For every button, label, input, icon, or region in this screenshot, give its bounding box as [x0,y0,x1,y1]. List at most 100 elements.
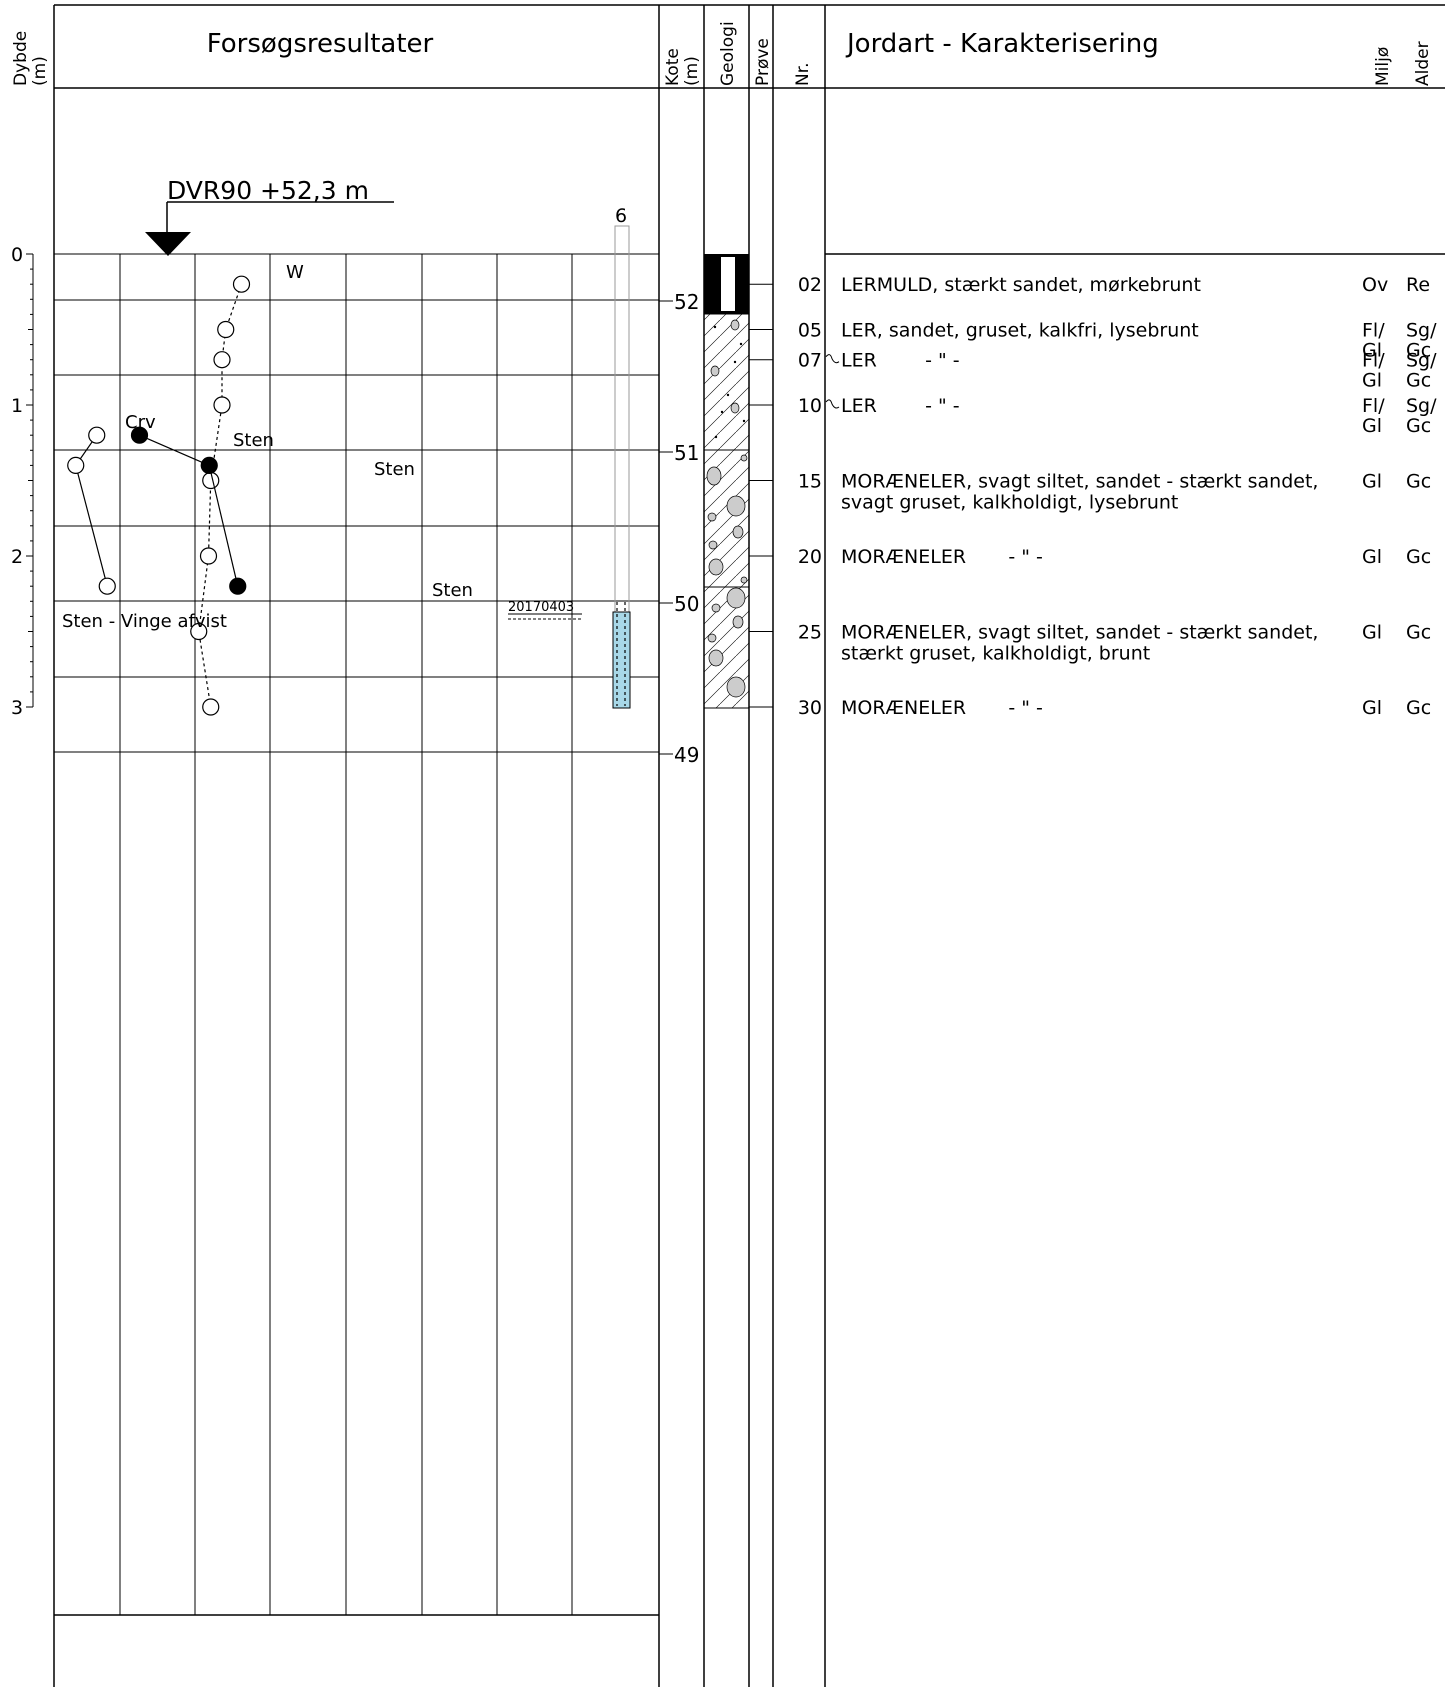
water-date: 20170403 [508,600,574,615]
layer-env: Gl [1362,340,1382,362]
crv-label: Crv [125,412,156,433]
sample-connector-icon [825,399,840,409]
sample-ticks [749,283,773,708]
stone [708,558,724,576]
layer-env: Gl [1362,546,1382,568]
data-point-crv [67,456,85,474]
layer-env: Gl [1362,697,1382,719]
column-frame [53,4,1445,1687]
depth-tick-label: 3 [11,697,23,719]
data-point-w [199,547,218,565]
datum-triangle-icon [145,232,191,256]
layer-env: Gl [1362,415,1382,437]
layer-description: MORÆNELER, svagt siltet, sandet - stærkt… [841,622,1318,644]
layer-age: Gc [1406,340,1431,362]
results-grid [54,253,659,1616]
w-label: W [286,262,304,283]
kote-label: Kote [663,48,683,86]
layer-number: 25 [798,622,822,644]
layer-age: Gc [1406,697,1431,719]
layer-description: MORÆNELER, svagt siltet, sandet - stærkt… [841,471,1318,493]
layer-number: 30 [798,697,822,719]
test-results-plot [67,275,251,716]
layer-description: LER - " - [841,350,960,372]
data-point-sten [229,577,247,595]
data-point-w [213,351,231,369]
layer-number: 10 [798,395,822,417]
sand-dot [720,410,724,414]
layer-description: stærkt gruset, kalkholdigt, brunt [841,643,1150,665]
results-title: Forsøgsresultater [207,29,434,59]
depth-tick-label: 1 [11,395,23,417]
data-point-w [202,471,220,490]
layer-number: 05 [798,320,822,342]
stone [726,676,746,698]
layer-description: LER, sandet, gruset, kalkfri, lysebrunt [841,320,1199,342]
data-point-w [217,320,235,339]
number-label: Nr. [793,62,813,86]
stone [732,525,744,539]
layer-env: Gl [1362,471,1382,493]
layer-age: Sg/ [1406,395,1437,417]
depth-label: Dybde [11,31,31,86]
depth-scale: 0 1 2 3 [11,244,34,719]
sand-dot [733,360,737,364]
layer-age: Gc [1406,471,1431,493]
kote-tick-label: 51 [674,441,699,465]
stone [740,576,748,584]
depth-unit: (m) [30,56,50,86]
datum-text: DVR90 +52,3 m [167,176,369,205]
stone [726,495,746,517]
layer-age: Sg/ [1406,320,1437,342]
stone-symbols [706,454,748,698]
geology-label: Geologi [718,21,738,86]
sand-dots [710,319,746,439]
stone [708,649,724,667]
stone [740,454,748,462]
scale-top-label: 6 [615,205,627,227]
layer-env: Fl/ [1362,320,1385,342]
kote-unit: (m) [682,56,702,86]
layer-age: Gc [1406,546,1431,568]
sample-connector-icon [825,354,840,364]
data-point-w [202,698,220,716]
series-line-sten [139,434,239,587]
layer-number: 20 [798,546,822,568]
sand-dot [713,325,717,329]
soil-title: Jordart - Karakterisering [845,29,1159,59]
sten-label: Sten [432,580,473,601]
layer-env: Gl [1362,370,1382,392]
depth-tick-label: 0 [11,244,23,266]
data-point-crv [88,426,106,444]
stone [706,466,722,486]
topsoil-gap [721,257,735,311]
refusal-note: Sten - Vinge afvist [62,611,227,632]
stone [711,603,721,613]
kote-tick-label: 49 [674,743,699,767]
data-point-w [213,396,231,414]
age-label: Alder [1413,41,1433,86]
sample-label: Prøve [753,38,773,86]
sten-label: Sten [233,430,274,451]
kote-tick-label: 50 [674,592,699,616]
layer-number: 15 [798,471,822,493]
data-point-sten [130,426,149,444]
sten-label: Sten [374,459,415,480]
layer-description: LERMULD, stærkt sandet, mørkebrunt [841,274,1201,296]
sand-dot [742,419,746,423]
layer-age: Re [1406,274,1430,296]
stone [732,615,744,629]
small-stone [730,319,740,331]
depth-tick-label: 2 [11,546,23,568]
layer-description: LER - " - [841,395,960,417]
series-line-w [198,284,243,708]
layer-number: 07 [798,350,822,372]
data-point-w [232,275,251,293]
water-level: 20170403 [508,600,631,709]
sand-dot [726,393,730,397]
small-stone [710,365,720,377]
header: Dybde (m) Forsøgsresultater Kote (m) Geo… [11,21,1433,86]
